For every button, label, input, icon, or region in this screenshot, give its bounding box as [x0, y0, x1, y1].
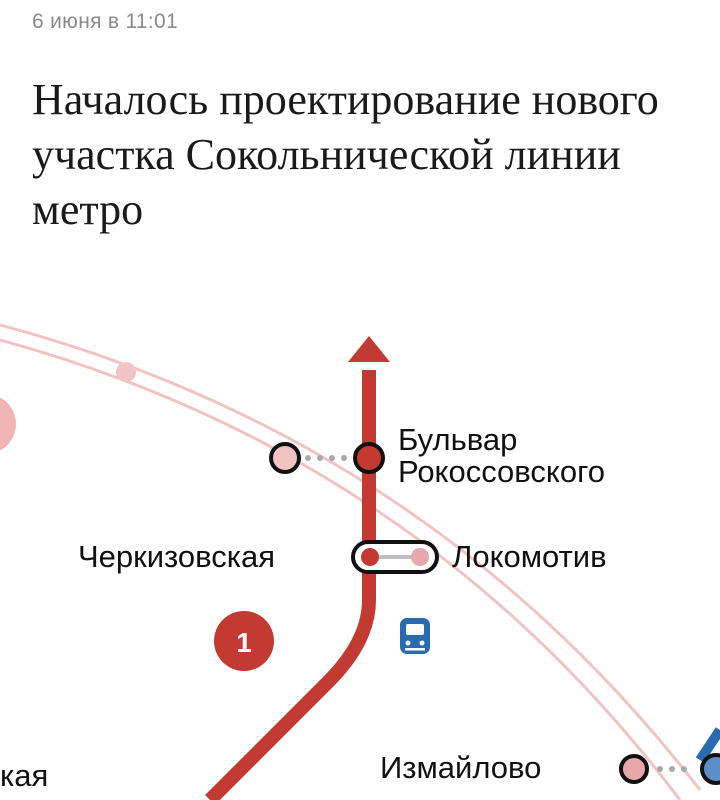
label-bulvar-rokossovskogo: Бульвар Рокоссовского [398, 424, 605, 488]
label-izmaylovo: Измайлово [380, 750, 542, 785]
mcc-ring [0, 323, 702, 800]
label-bulvar-line2: Рокоссовского [398, 454, 605, 489]
label-bulvar-line1: Бульвар [398, 422, 518, 457]
station-izmaylovo[interactable] [619, 754, 649, 784]
transfer-capsule-cherkizovskaya[interactable] [351, 540, 439, 574]
mcc-station-marker [116, 362, 136, 382]
train-icon [400, 618, 430, 654]
transfer-dots-izmaylovo [657, 766, 687, 772]
transfer-dots-bulvar [305, 455, 347, 461]
line-1-badge-number: 1 [236, 627, 252, 658]
label-lokomotiv: Локомотив [452, 539, 607, 574]
station-bulvar-line1[interactable] [353, 442, 385, 474]
metro-map[interactable]: 1 [0, 310, 720, 800]
label-cherkizovskaya: Черкизовская [78, 539, 276, 574]
line-1-badge [214, 611, 274, 671]
extension-arrow-icon [348, 336, 390, 362]
station-bulvar-mcc[interactable] [269, 442, 301, 474]
line-badge-partial [0, 397, 16, 451]
blue-line-track [695, 727, 720, 763]
line-1-track [205, 370, 376, 800]
article-date: 6 июня в 11:01 [32, 10, 178, 33]
article-title: Началось проектирование нового участка С… [32, 75, 659, 234]
station-blue-line[interactable] [700, 753, 720, 785]
label-edge-fragment: кая [0, 758, 49, 793]
